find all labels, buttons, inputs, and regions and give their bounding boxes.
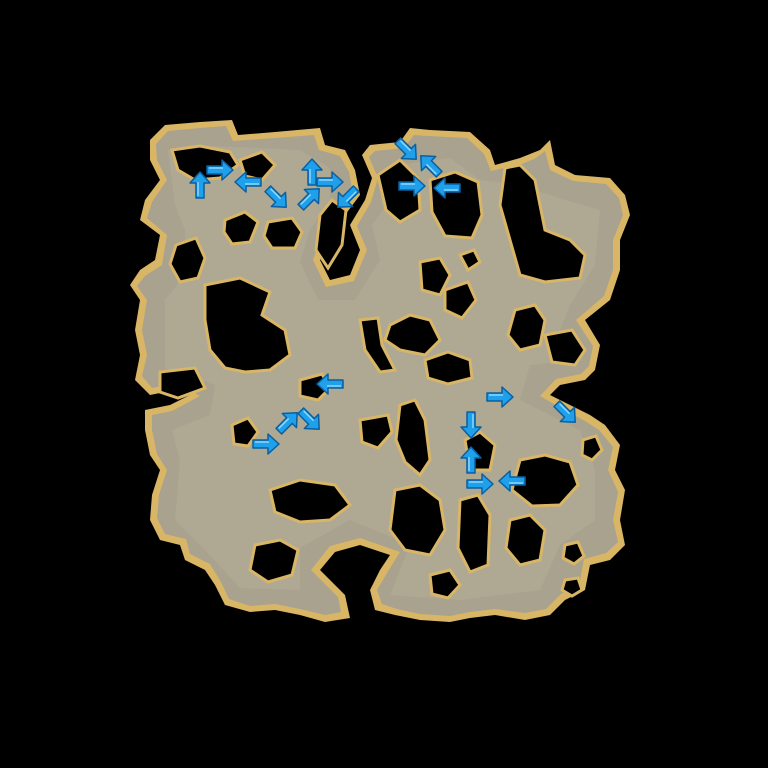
arrow-down-right-icon [264, 185, 287, 208]
arrow-right-icon [316, 171, 344, 193]
arrow-down-left-icon [337, 185, 360, 208]
arrow-right-icon [466, 473, 494, 495]
arrow-down-right-icon [297, 407, 320, 430]
arrow-left-icon [316, 373, 344, 395]
arrow-left-icon [498, 470, 526, 492]
arrow-right-icon [252, 433, 280, 455]
arrow-up-right-icon [275, 412, 298, 435]
arrow-down-right-icon [553, 400, 576, 423]
arrow-down-right-icon [394, 137, 417, 160]
arrow-right-icon [486, 386, 514, 408]
arrow-down-icon [460, 411, 482, 439]
arrow-markers [189, 137, 576, 495]
arrow-up-right-icon [297, 188, 320, 211]
arrow-up-icon [189, 171, 211, 199]
arrow-right-icon [206, 159, 234, 181]
arrow-right-icon [398, 175, 426, 197]
arrow-left-icon [234, 171, 262, 193]
arrow-up-icon [301, 158, 323, 186]
arrow-up-left-icon [420, 155, 443, 178]
arrow-up-icon [460, 446, 482, 474]
arrow-left-icon [433, 177, 461, 199]
